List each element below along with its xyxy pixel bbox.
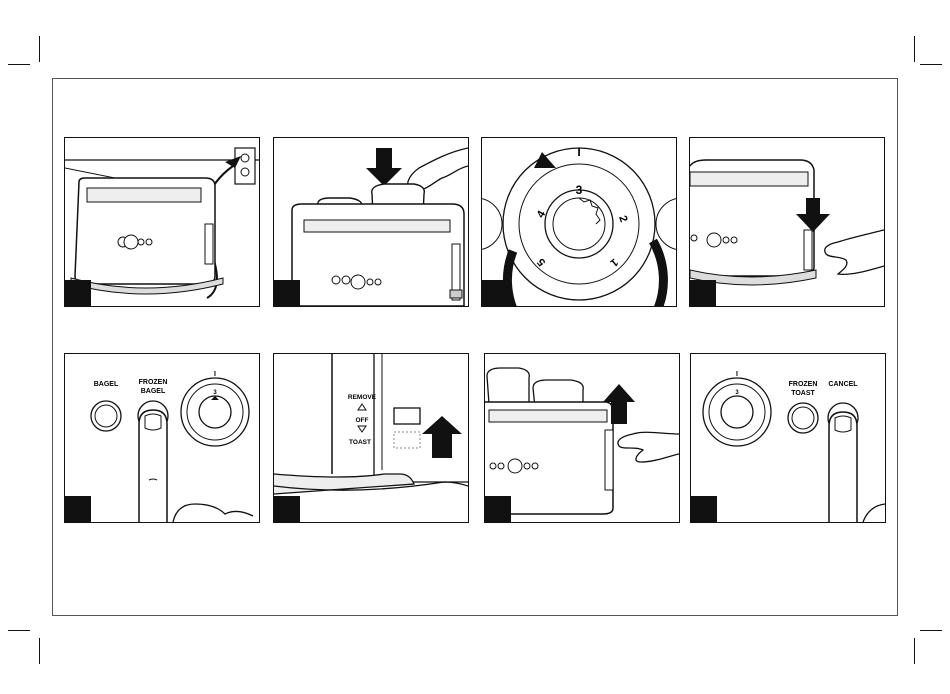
dial-illustration: I 3 2 1 4 5 — [482, 138, 676, 306]
step-number-box — [485, 496, 511, 522]
dial-top-mark: I — [736, 371, 738, 378]
frozen-toast-label-line1: FROZEN — [789, 381, 818, 388]
dial-icon — [181, 378, 249, 446]
step-number-box — [274, 496, 300, 522]
lift-lever-illustration: REMOVE OFF TOAST — [274, 354, 468, 522]
plug-icon — [225, 148, 255, 184]
step-number-box — [65, 496, 91, 522]
lever-off-label: OFF — [356, 417, 369, 424]
cancel-label: CANCEL — [828, 381, 858, 388]
crop-mark — [8, 630, 30, 631]
crop-mark — [39, 36, 40, 62]
arrow-up-icon — [422, 416, 462, 458]
panel-insert-bread — [273, 137, 469, 307]
crop-mark — [39, 638, 40, 664]
dial-number-3: 3 — [576, 183, 583, 197]
crop-mark — [914, 36, 915, 62]
crop-mark — [914, 638, 915, 664]
cancel-illustration: I 3 FROZEN TOAST CANCEL — [691, 354, 885, 522]
crop-mark — [8, 64, 30, 65]
remove-toast-illustration — [485, 354, 679, 522]
lever-remove-label: REMOVE — [348, 394, 377, 401]
panel-cancel: I 3 FROZEN TOAST CANCEL — [690, 353, 886, 523]
bagel-label: BAGEL — [94, 381, 119, 388]
step-number-box — [690, 280, 716, 306]
plug-in-illustration — [65, 138, 259, 306]
panel-turn-dial: I 3 2 1 4 5 — [481, 137, 677, 307]
frozen-bagel-illustration: BAGEL FROZEN BAGEL I 3 — [65, 354, 259, 522]
lever-toast-label: TOAST — [349, 439, 371, 446]
frozen-bagel-label-line1: FROZEN — [139, 379, 168, 386]
panel-frozen-bagel: BAGEL FROZEN BAGEL I 3 — [64, 353, 260, 523]
step-number-box — [691, 496, 717, 522]
hand-icon — [825, 230, 884, 274]
hand-icon — [618, 432, 679, 462]
step-number-box — [482, 280, 508, 306]
dial-icon — [503, 148, 655, 300]
panel-lift-lever: REMOVE OFF TOAST — [273, 353, 469, 523]
crop-mark — [920, 64, 942, 65]
panel-plug-in — [64, 137, 260, 307]
finger-icon — [829, 412, 885, 522]
dial-icon — [703, 378, 771, 446]
press-lever-illustration — [690, 138, 884, 306]
dial-top-mark: I — [214, 371, 216, 378]
step-number-box — [274, 280, 300, 306]
arrow-down-icon — [366, 148, 402, 186]
dial-top-mark: I — [577, 145, 580, 159]
step-number-box — [65, 280, 91, 306]
crop-mark — [920, 630, 942, 631]
frozen-bagel-label-line2: BAGEL — [141, 388, 166, 395]
panel-press-lever — [689, 137, 885, 307]
frozen-toast-label-line2: TOAST — [791, 390, 815, 397]
panel-remove-toast — [484, 353, 680, 523]
insert-bread-illustration — [274, 138, 468, 306]
